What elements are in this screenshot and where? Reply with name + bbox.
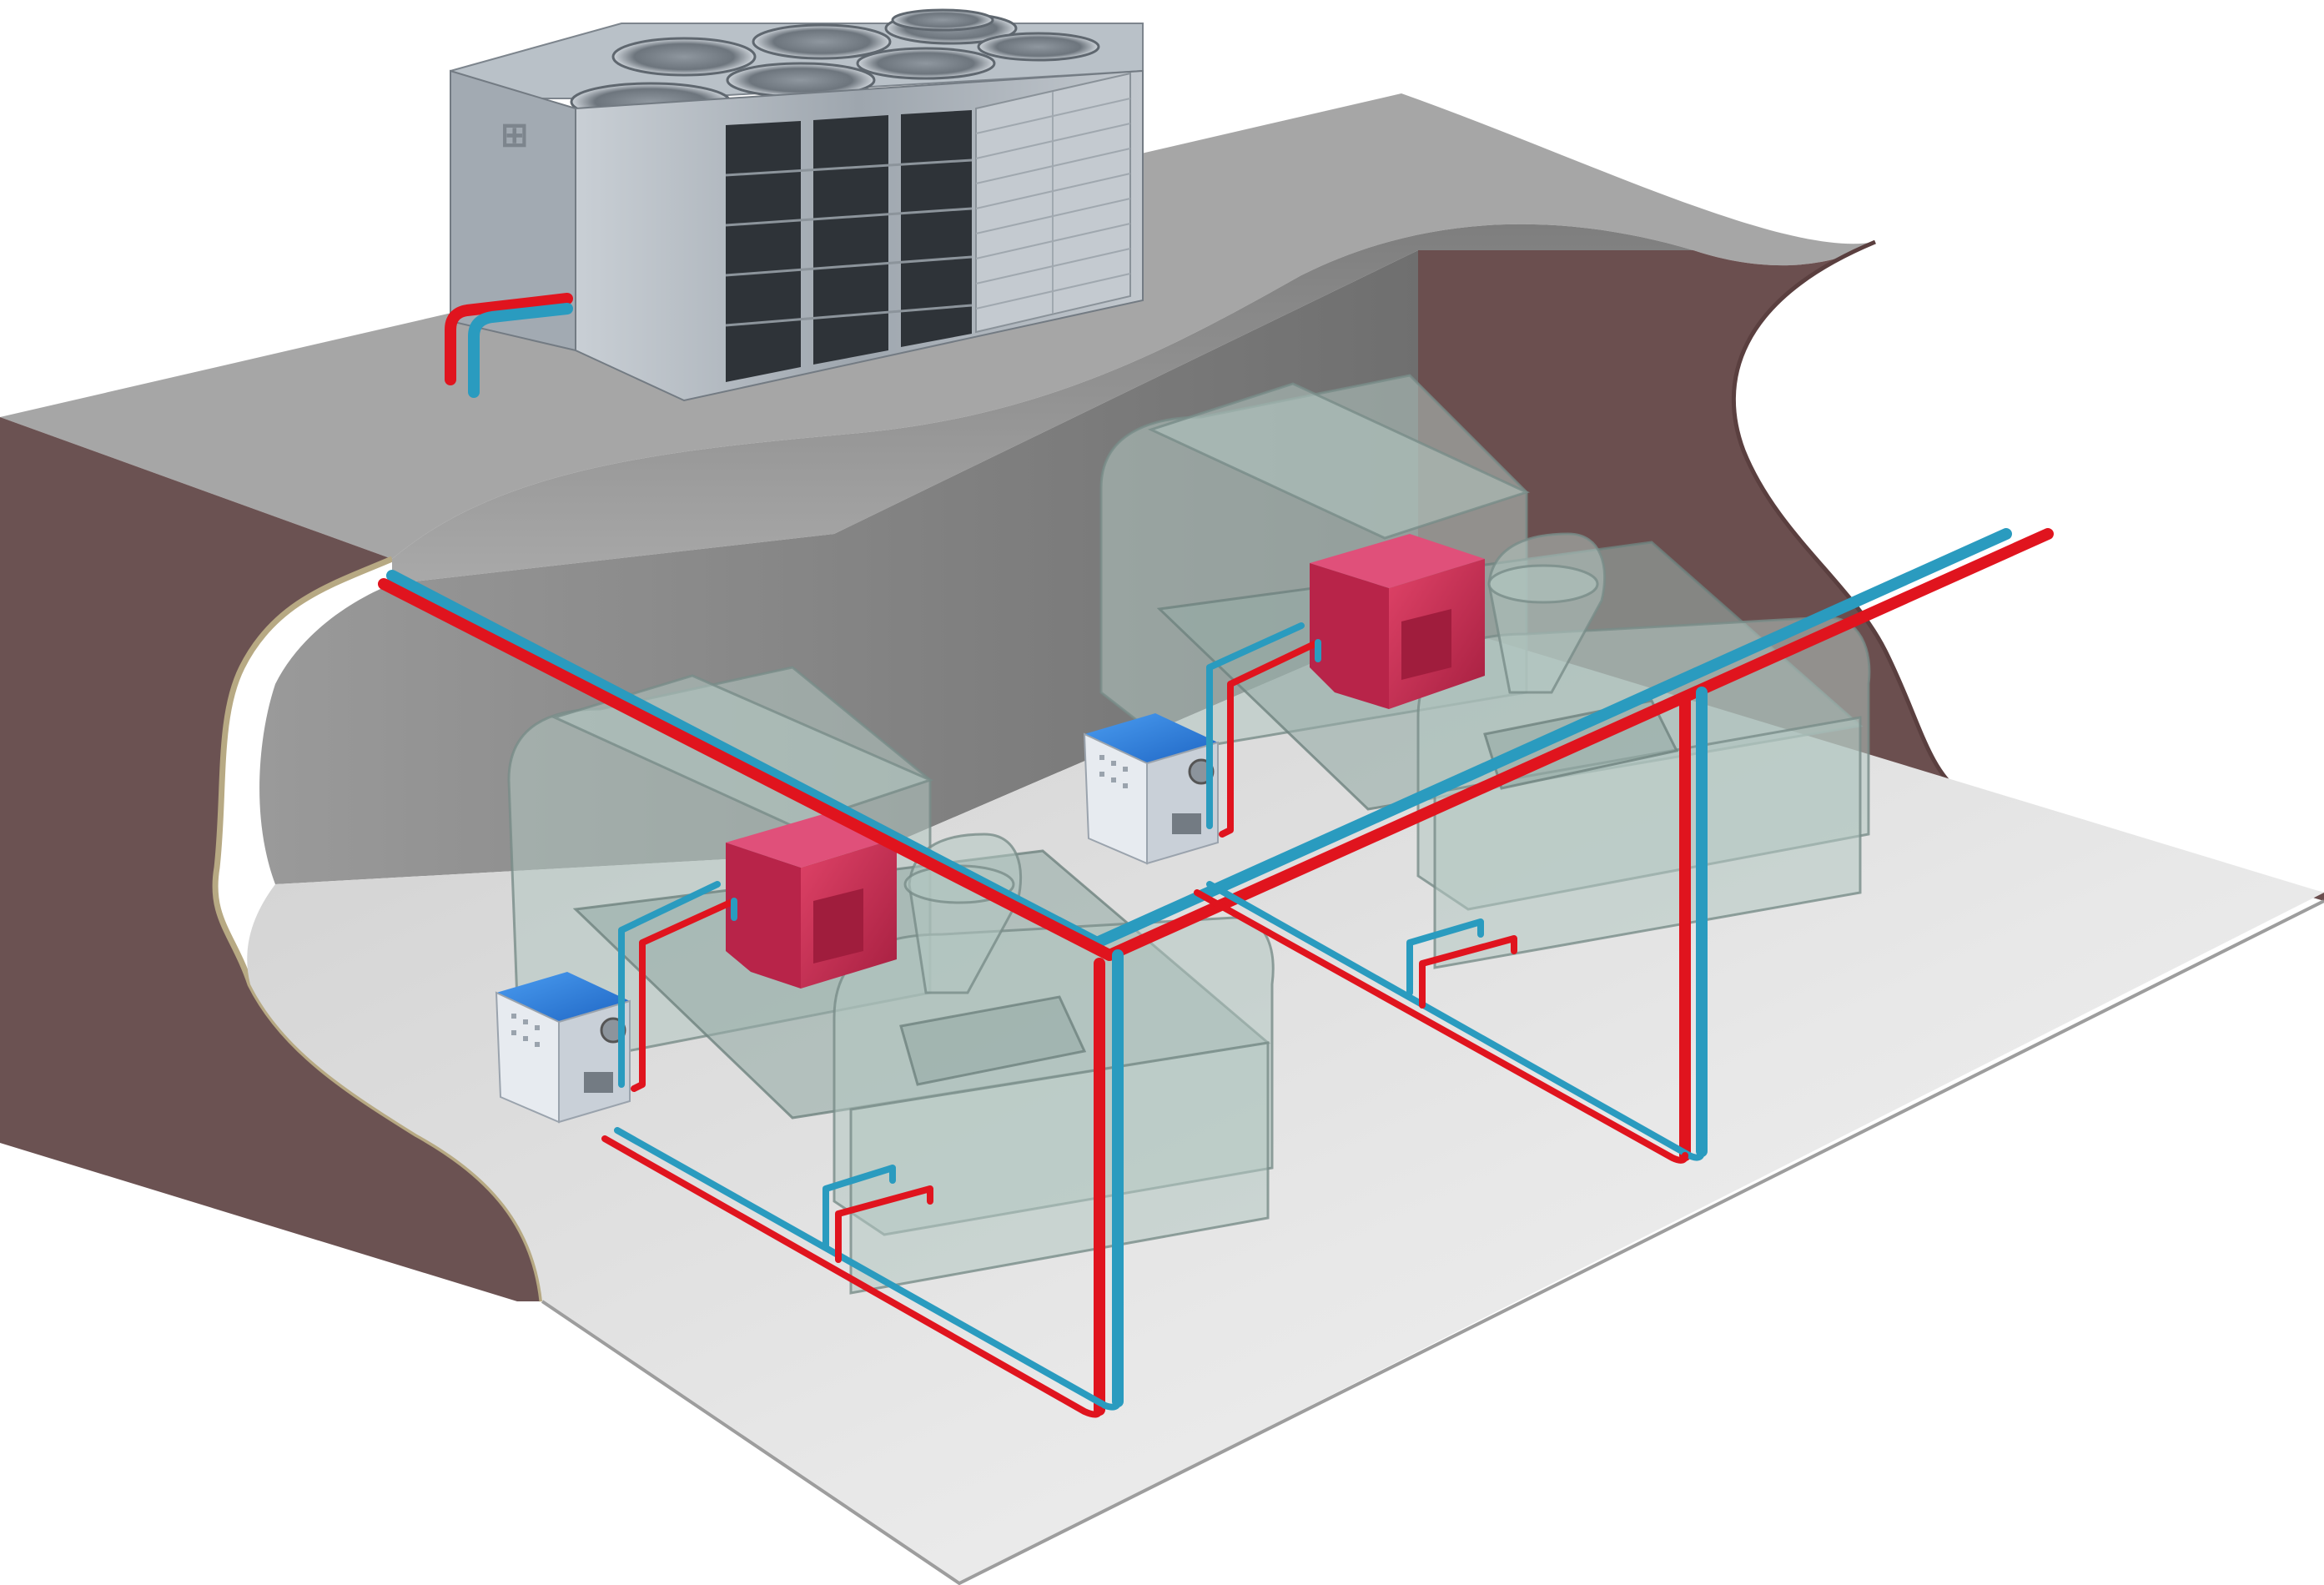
supply-cold-2 (1206, 622, 1305, 829)
temperature-controller-2 (1083, 713, 1219, 865)
cut-edge-line-left (212, 556, 546, 1302)
cooler-coil-panels (725, 110, 973, 382)
cooler-logo-icon: ⊞ (501, 117, 529, 153)
floor-cold-2 (1206, 881, 1705, 1161)
floor-hot-2 (1194, 889, 1688, 1164)
cooling-pipe-network (378, 528, 2054, 1418)
chiller-unit-1 (726, 813, 897, 989)
temperature-controller-1 (495, 972, 631, 1124)
supply-cold-1 (618, 881, 721, 1088)
building-cut-face-right (1418, 242, 2324, 901)
cooler-cold-pipe (468, 303, 573, 398)
cut-edge-line-right (1731, 239, 1962, 794)
building-cut-face-left (0, 417, 542, 1301)
cooler-hot-pipe (445, 293, 573, 385)
ceiling-underside (392, 224, 1693, 584)
supply-hot-1 (631, 898, 737, 1092)
floor-hot-1 (601, 1135, 1103, 1418)
main-hot-header (378, 528, 2054, 961)
dry-cooler-icon: ⊞ (445, 8, 1144, 402)
floor-edge (541, 899, 2324, 1585)
cooler-louvres (975, 72, 1131, 334)
supply-hot-2 (1219, 639, 1321, 838)
floor-cold-1 (614, 1127, 1121, 1411)
chiller-unit-2 (1310, 534, 1485, 709)
